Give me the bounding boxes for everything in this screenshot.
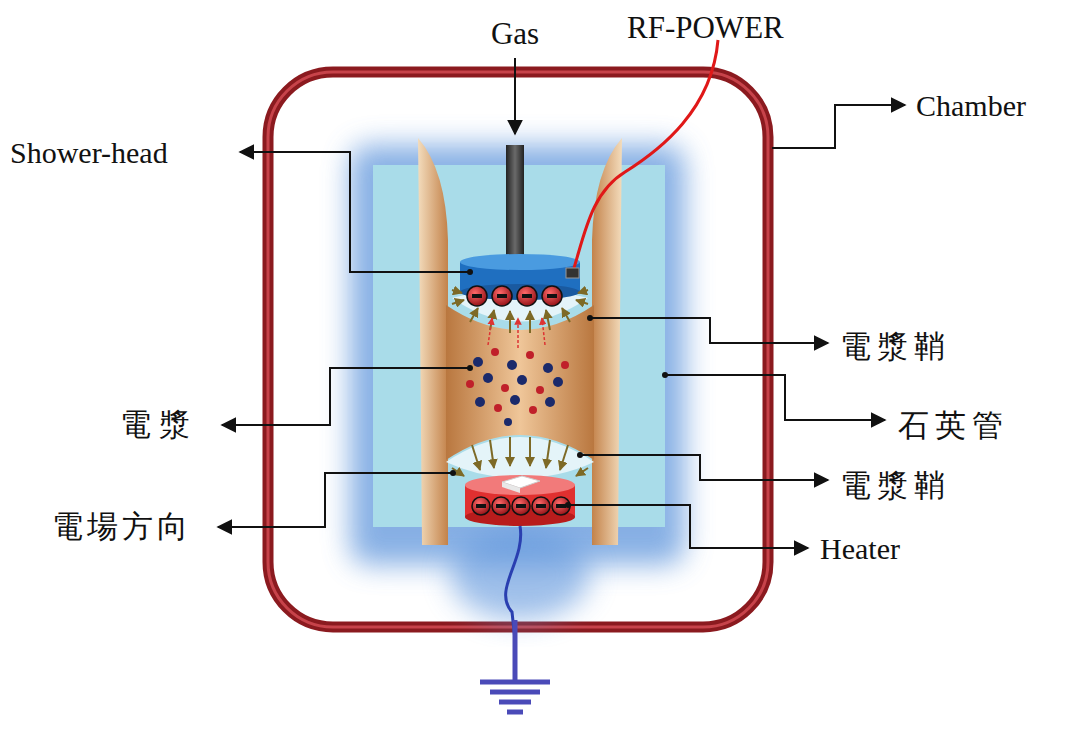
- electrode-charges: [472, 497, 570, 515]
- part-label: 電場方向: [52, 510, 192, 544]
- shower-head: [460, 254, 580, 270]
- substrate: [502, 482, 520, 493]
- part-label: Shower-head: [10, 136, 168, 169]
- tube-body: [446, 305, 594, 460]
- gas-arrow: [514, 58, 516, 134]
- rf-connector: [566, 268, 579, 278]
- leader-lines: [218, 105, 905, 548]
- field-arrows: [452, 290, 588, 333]
- part-label: 電漿鞘: [840, 469, 951, 503]
- lower-sheath: [446, 437, 594, 478]
- chamber-highlight: [268, 72, 768, 627]
- part-label: 石英管: [898, 409, 1009, 443]
- tube-wall: [592, 138, 622, 545]
- part-label: 電漿鞘: [840, 330, 951, 364]
- leader-dots: [450, 269, 668, 508]
- part-label: Chamber: [916, 89, 1026, 122]
- gas-pipe: [506, 145, 524, 263]
- ground-symbol: [480, 620, 550, 712]
- rf-wire: [574, 40, 718, 268]
- heater: [465, 475, 575, 495]
- tube-wall: [418, 138, 448, 545]
- rf-power-label: RF-POWER: [627, 11, 784, 45]
- gas-label: Gas: [491, 17, 539, 51]
- field-arrows: [452, 437, 588, 476]
- ion-paths: [488, 318, 545, 348]
- part-label: 電漿: [120, 408, 198, 442]
- plasma-particles: [466, 348, 569, 426]
- plasma-glow: [350, 145, 685, 565]
- chamber-wall: [268, 72, 768, 627]
- part-label: Heater: [820, 532, 900, 565]
- electrode-charges: [467, 286, 562, 306]
